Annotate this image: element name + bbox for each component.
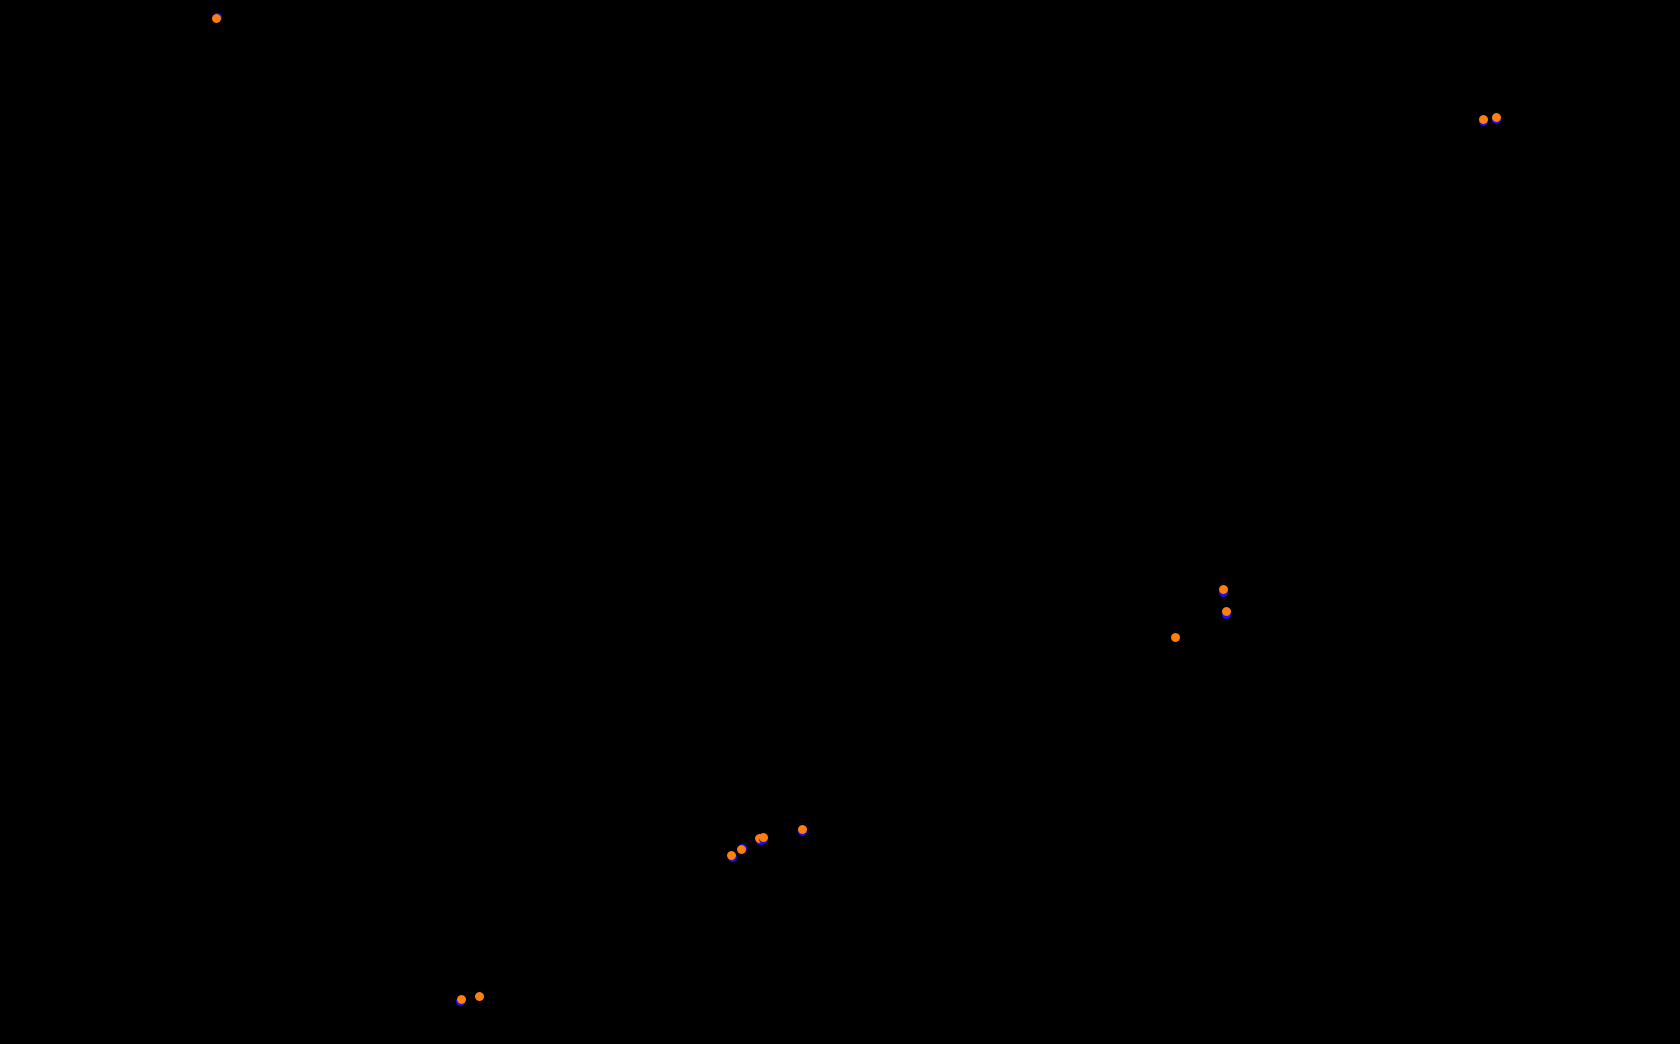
data-point-marker bbox=[474, 991, 484, 1001]
data-point-marker bbox=[211, 13, 221, 23]
data-point-marker bbox=[1491, 112, 1501, 122]
data-point-marker bbox=[1170, 632, 1180, 642]
data-point-marker bbox=[797, 824, 807, 834]
data-point-marker bbox=[456, 994, 466, 1004]
data-point-marker bbox=[1478, 114, 1488, 124]
data-point-marker bbox=[736, 844, 746, 854]
data-point-marker bbox=[1218, 584, 1228, 594]
data-point-marker bbox=[726, 850, 736, 860]
data-point-marker bbox=[1221, 606, 1231, 616]
data-point-marker bbox=[758, 832, 768, 842]
